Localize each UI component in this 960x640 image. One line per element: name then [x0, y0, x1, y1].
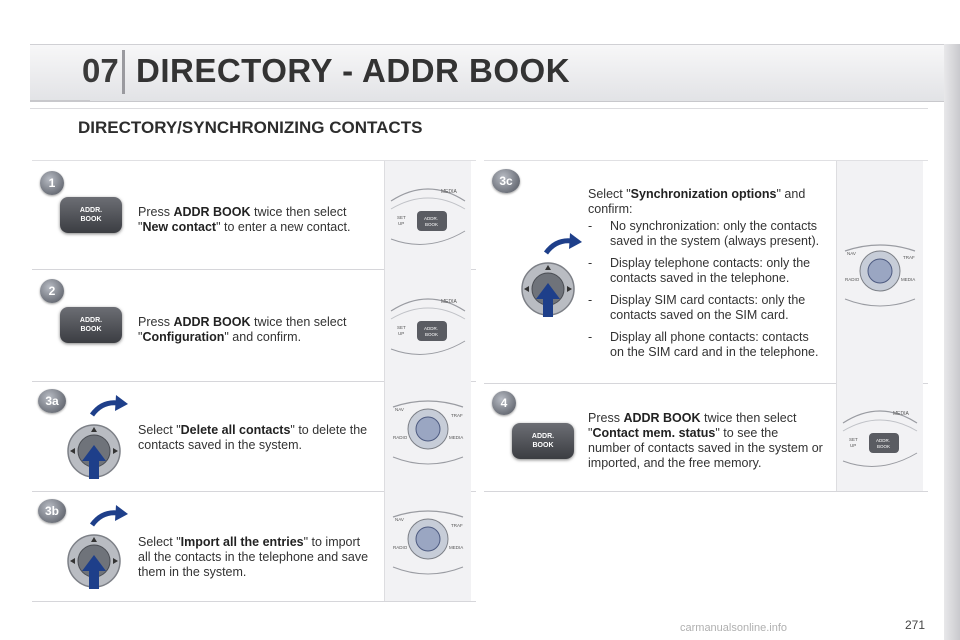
step-text: Select "Import all the entries" to impor… [138, 535, 369, 579]
rotary-knob-press-icon [67, 395, 128, 479]
svg-text:MEDIA: MEDIA [893, 411, 910, 417]
watermark: carmanualsonline.info [680, 622, 788, 634]
svg-text:UP: UP [398, 221, 404, 226]
step-2: 2 ADDR.BOOK Press ADDR BOOK twice then s… [32, 269, 476, 382]
addr-book-button-icon: ADDR.BOOK [512, 423, 574, 459]
list-item: -Display all phone contacts: contacts on… [588, 330, 819, 359]
addr-book-panel-icon: MEDIA SET UP ADDR. BOOK [390, 188, 466, 245]
addr-book-button-icon: ADDR.BOOK [60, 307, 122, 343]
step-3b: 3b Select "Import all the entries" to im… [32, 491, 476, 602]
control-panel-image: MEDIA SET UP ADDR. BOOK [384, 161, 471, 269]
rotary-panel-icon: NAV TRAF RADIO MEDIA [392, 400, 463, 465]
section-subtitle: DIRECTORY/SYNCHRONIZING CONTACTS [78, 118, 423, 137]
step-intro-text: Select "Synchronization options" and con… [588, 187, 806, 216]
right-panel: 3c Select "Synchronization options" and … [484, 160, 928, 492]
page-number: 271 [905, 618, 926, 632]
header-corner-line [30, 100, 90, 102]
header-bar [30, 44, 950, 102]
step-badge: 1 [40, 171, 64, 195]
svg-text:TRAF: TRAF [451, 523, 463, 528]
svg-text:MEDIA: MEDIA [449, 545, 463, 550]
svg-text:BOOK: BOOK [425, 332, 438, 337]
left-panel: 1 ADDR.BOOK Press ADDR BOOK twice then s… [32, 160, 476, 602]
addr-book-panel-icon: MEDIA SET UP ADDR. BOOK [842, 410, 918, 467]
svg-text:SET: SET [397, 325, 406, 330]
svg-text:RADIO: RADIO [393, 435, 408, 440]
svg-text:MEDIA: MEDIA [901, 277, 915, 282]
list-item: -Display SIM card contacts: only the con… [588, 293, 806, 322]
step-badge: 2 [40, 279, 64, 303]
svg-text:SET: SET [849, 437, 858, 442]
right-edge-strip [944, 44, 960, 640]
control-panel-image: MEDIA SET UP ADDR. BOOK [836, 383, 923, 491]
step-3c: 3c Select "Synchronization options" and … [484, 161, 928, 384]
svg-text:TRAF: TRAF [451, 413, 463, 418]
svg-text:NAV: NAV [395, 517, 404, 522]
step-4: 4 ADDR.BOOK Press ADDR BOOK twice then s… [484, 383, 928, 492]
addr-book-panel-icon: MEDIA SET UP ADDR. BOOK [390, 298, 466, 355]
svg-text:TRAF: TRAF [903, 255, 915, 260]
page-title: DIRECTORY - ADDR BOOK [136, 52, 571, 89]
header-separator [122, 50, 125, 94]
control-panel-image: NAV TRAF RADIO MEDIA [384, 491, 471, 601]
step-text: Press ADDR BOOK twice then select "Confi… [138, 315, 347, 344]
step-1: 1 ADDR.BOOK Press ADDR BOOK twice then s… [32, 161, 476, 270]
step-badge: 4 [492, 391, 516, 415]
svg-text:UP: UP [398, 331, 404, 336]
svg-text:RADIO: RADIO [393, 545, 408, 550]
rotary-knob-press-icon [67, 505, 128, 589]
step-text: Press ADDR BOOK twice then select "Conta… [588, 411, 823, 470]
subtitle-box [30, 108, 928, 153]
step-badge: 3b [38, 499, 66, 523]
svg-text:UP: UP [850, 443, 856, 448]
svg-text:ADDR.: ADDR. [424, 216, 438, 221]
step-badge: 3c [492, 169, 520, 193]
svg-text:MEDIA: MEDIA [441, 189, 458, 195]
chapter-number: 07 [82, 52, 119, 89]
sync-options-list: -No synchronization: only the contacts s… [588, 219, 824, 367]
step-3a: 3a Select "Delete all contacts" to delet… [32, 381, 476, 492]
svg-text:BOOK: BOOK [877, 444, 890, 449]
control-panel-image: NAV TRAF RADIO MEDIA [836, 161, 923, 383]
svg-text:MEDIA: MEDIA [441, 299, 458, 305]
svg-text:NAV: NAV [395, 407, 404, 412]
addr-book-button-icon: ADDR.BOOK [60, 197, 122, 233]
step-badge: 3a [38, 389, 66, 413]
svg-text:NAV: NAV [847, 251, 856, 256]
step-text: Press ADDR BOOK twice then select "New c… [138, 205, 351, 234]
svg-text:RADIO: RADIO [845, 277, 860, 282]
svg-text:SET: SET [397, 215, 406, 220]
rotary-panel-icon: NAV TRAF RADIO MEDIA [844, 244, 915, 307]
control-panel-image: NAV TRAF RADIO MEDIA [384, 381, 471, 491]
rotary-knob-press-icon [521, 233, 582, 317]
svg-text:MEDIA: MEDIA [449, 435, 463, 440]
svg-text:ADDR.: ADDR. [876, 438, 890, 443]
svg-text:ADDR.: ADDR. [424, 326, 438, 331]
control-panel-image: MEDIA SET UP ADDR. BOOK [384, 269, 471, 381]
step-text: Select "Delete all contacts" to delete t… [138, 423, 368, 452]
svg-text:BOOK: BOOK [425, 222, 438, 227]
list-item: -No synchronization: only the contacts s… [588, 219, 820, 248]
list-item: -Display telephone contacts: only the co… [588, 256, 811, 285]
rotary-panel-icon: NAV TRAF RADIO MEDIA [392, 510, 463, 575]
